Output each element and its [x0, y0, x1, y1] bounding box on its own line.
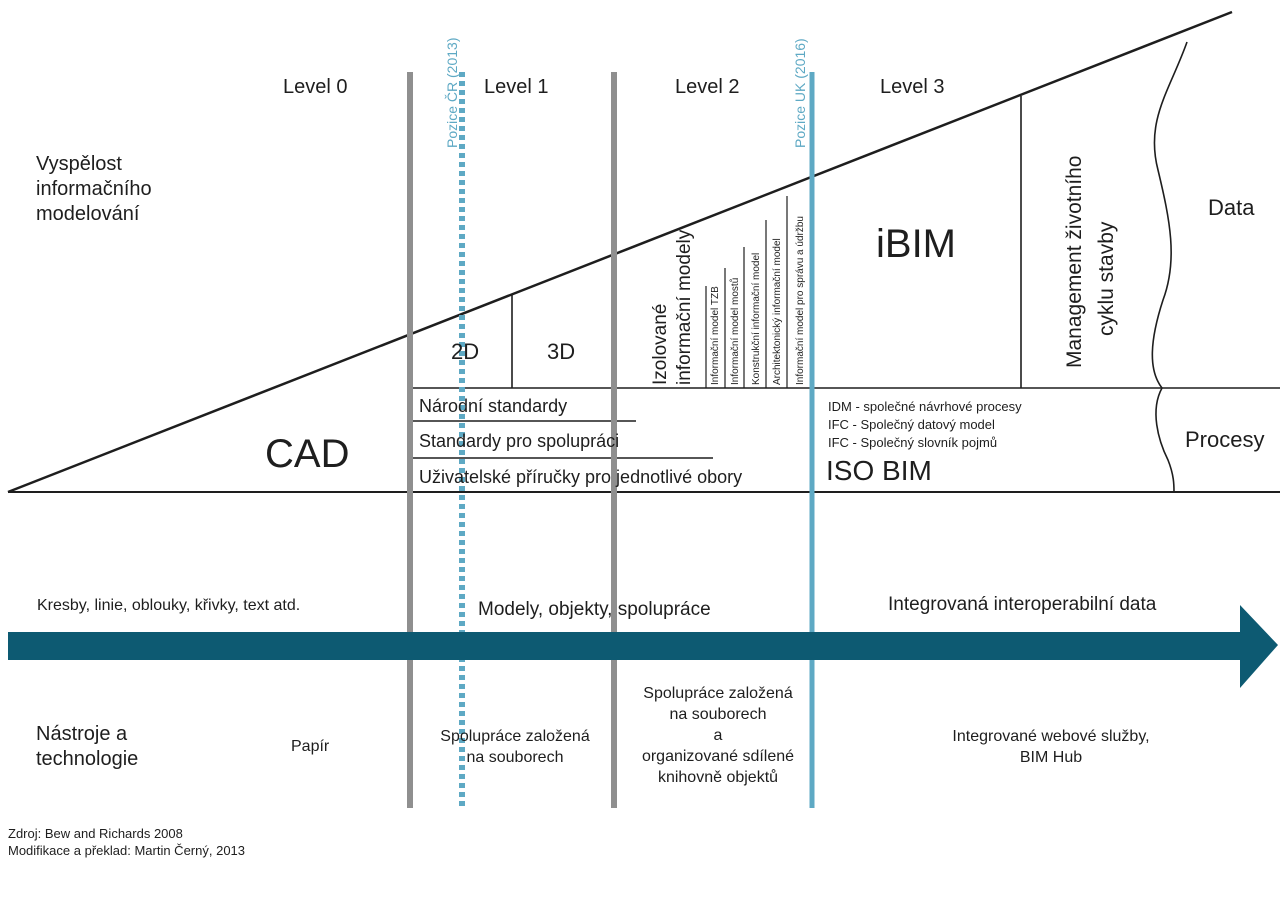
iso-bim-label: ISO BIM: [826, 455, 932, 486]
isolated-models-line-1: Izolované: [650, 304, 671, 385]
info-model-architectural-label: Architektonický informační model: [772, 238, 783, 385]
lifecycle-line-2: cyklu stavby: [1095, 221, 1118, 336]
position-uk-label: Pozice UK (2016): [792, 38, 808, 148]
info-model-structural-label: Konstrukční informační model: [751, 253, 762, 385]
collab-l2-line-2: na souborech: [670, 706, 767, 723]
arrow-label-cad: Kresby, linie, oblouky, křivky, text atd…: [37, 597, 300, 614]
processes-label: Procesy: [1185, 427, 1264, 452]
triangle-hypotenuse: [7, 10, 1233, 494]
wavy-divider-lower: [1155, 387, 1175, 493]
progress-arrow: [8, 605, 1278, 688]
maturity-label-line-1: Vyspělost: [36, 153, 122, 175]
maturity-label-line-3: modelování: [36, 203, 140, 225]
web-services-line-2: BIM Hub: [1020, 749, 1082, 766]
collab-l2-line-3: a: [714, 727, 723, 744]
arrow-label-integrated: Integrovaná interoperabilní data: [888, 594, 1157, 615]
collab-l2-line-4: organizované sdílené: [642, 748, 794, 765]
level-0-label: Level 0: [283, 76, 348, 98]
info-model-tzb-label: Informační model TZB: [710, 286, 721, 385]
dim-2d-label: 2D: [451, 339, 479, 364]
level-3-label: Level 3: [880, 76, 945, 98]
lifecycle-line-1: Management životního: [1063, 156, 1086, 368]
standards-national: Národní standardy: [419, 396, 567, 416]
collab-l1-line-2: na souborech: [467, 749, 564, 766]
tools-label-line-1: Nástroje a: [36, 723, 128, 745]
standards-collaboration: Standardy pro spolupráci: [419, 431, 619, 451]
iso-idm: IDM - společné návrhové procesy: [828, 399, 1022, 414]
wavy-divider-upper: [1151, 41, 1188, 389]
info-model-bridges-label: Informační model mostů: [729, 278, 741, 385]
iso-ifc-model: IFC - Společný datový model: [828, 417, 995, 432]
ibim-label: iBIM: [876, 222, 956, 266]
info-model-maintenance-label: Informační model pro správu a údržbu: [795, 216, 806, 385]
tools-label-line-2: technologie: [36, 748, 138, 770]
paper-label: Papír: [291, 738, 330, 755]
source-line-1: Zdroj: Bew and Richards 2008: [8, 826, 183, 841]
level-2-label: Level 2: [675, 76, 740, 98]
data-label: Data: [1208, 195, 1255, 220]
cad-label: CAD: [265, 432, 349, 476]
collab-l1-line-1: Spolupráce založená: [440, 728, 590, 745]
web-services-line-1: Integrované webové služby,: [952, 728, 1149, 745]
dim-3d-label: 3D: [547, 339, 575, 364]
source-line-2: Modifikace a překlad: Martin Černý, 2013: [8, 843, 245, 858]
maturity-label-line-2: informačního: [36, 178, 152, 200]
collab-l2-line-5: knihovně objektů: [658, 768, 778, 786]
collab-l2-line-1: Spolupráce založená: [643, 685, 793, 702]
level-1-label: Level 1: [484, 76, 549, 98]
arrow-label-models: Modely, objekty, spolupráce: [478, 599, 711, 620]
standards-guides: Uživatelské příručky pro jednotlivé obor…: [419, 467, 742, 487]
iso-ifc-dictionary: IFC - Společný slovník pojmů: [828, 435, 997, 450]
position-cr-label: Pozice ČR (2013): [444, 38, 460, 149]
isolated-models-line-2: informační modely: [674, 229, 695, 385]
